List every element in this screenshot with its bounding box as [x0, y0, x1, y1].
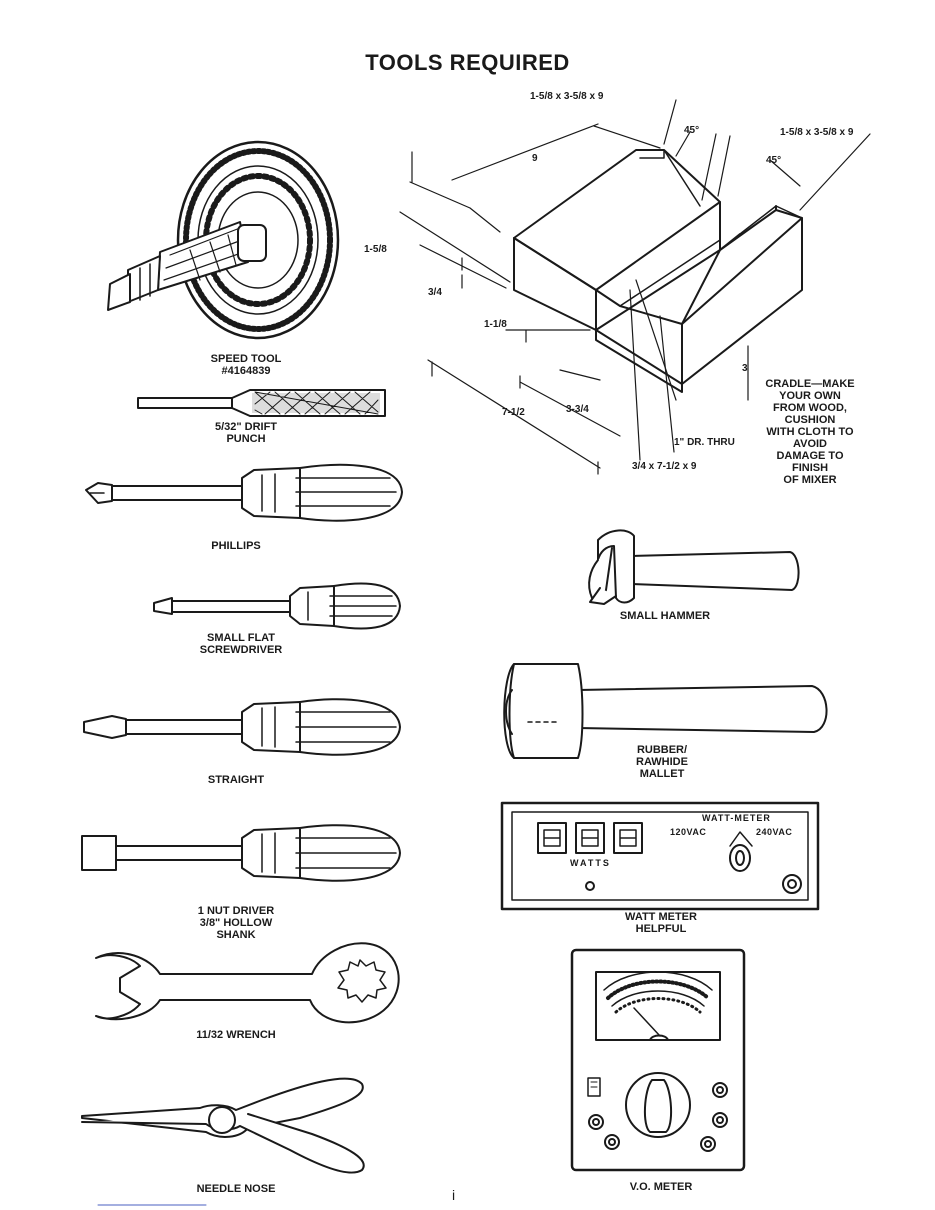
cradle-note: CRADLE—MAKE YOUR OWN FROM WOOD, CUSHION …	[765, 378, 855, 486]
dim-height: 3	[742, 363, 748, 374]
cradle-diagram	[399, 99, 871, 475]
small-hammer-label: SMALL HAMMER	[619, 610, 711, 622]
drift-punch-icon	[137, 389, 386, 417]
rubber-mallet-icon	[503, 663, 828, 759]
dim-height-top: 1-5/8	[364, 244, 387, 255]
dim-base-board: 3/4 x 7-1/2 x 9	[632, 461, 697, 472]
dim-top-left-block: 1-5/8 x 3-5/8 x 9	[530, 91, 604, 102]
small-hammer-icon	[588, 529, 800, 605]
dim-thickness-top: 3/4	[428, 287, 442, 298]
dim-hole: 1" DR. THRU	[674, 437, 735, 448]
dim-length: 9	[532, 153, 538, 164]
small-flat-screwdriver-icon	[153, 582, 401, 630]
vo-meter-icon	[570, 948, 746, 1172]
wrench-icon	[95, 942, 400, 1024]
page-title: TOOLS REQUIRED	[365, 50, 570, 75]
straight-screwdriver-icon	[83, 698, 401, 756]
speed-tool-label: SPEED TOOL #4164839	[210, 353, 282, 377]
speed-tool-icon	[107, 140, 340, 340]
watt-meter-240vac: 240VAC	[756, 827, 793, 837]
watt-meter-header: WATT-METER	[702, 813, 771, 823]
dim-inset: 1-1/8	[484, 319, 507, 330]
small-flat-label: SMALL FLAT SCREWDRIVER	[199, 632, 283, 656]
dim-angle-right: 45°	[766, 155, 782, 166]
needle-nose-pliers-icon	[81, 1077, 365, 1174]
straight-label: STRAIGHT	[207, 774, 265, 786]
watt-meter-icon	[500, 801, 820, 911]
vo-meter-label: V.O. METER	[629, 1181, 693, 1193]
phillips-label: PHILLIPS	[211, 540, 261, 552]
phillips-screwdriver-icon	[85, 463, 403, 522]
nut-driver-label: 1 NUT DRIVER 3/8" HOLLOW SHANK	[197, 905, 275, 941]
watt-meter-120vac: 120VAC	[670, 827, 707, 837]
watt-meter-unit: WATTS	[570, 858, 611, 868]
dim-base-inset: 3-3/4	[566, 404, 589, 415]
page-number: i	[452, 1187, 456, 1203]
dim-angle-left: 45°	[684, 125, 700, 136]
dim-base-length: 7-1/2	[502, 407, 525, 418]
watt-meter-label: WATT METER HELPFUL	[625, 911, 697, 935]
wrench-label: 11/32 WRENCH	[196, 1029, 276, 1041]
needle-nose-label: NEEDLE NOSE	[196, 1183, 276, 1195]
mallet-label: RUBBER/ RAWHIDE MALLET	[636, 744, 688, 780]
dim-top-right-block: 1-5/8 x 3-5/8 x 9	[780, 127, 854, 138]
drift-punch-label: 5/32" DRIFT PUNCH	[214, 421, 278, 445]
nut-driver-icon	[81, 824, 401, 882]
